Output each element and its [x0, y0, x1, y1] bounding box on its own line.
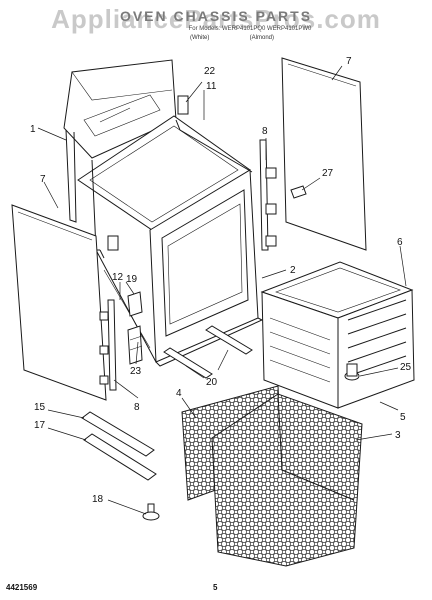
callout-5: 5 — [400, 412, 406, 423]
model-numbers: For Models: WERP4101PQ0 WERP4101PW0 — [188, 26, 312, 32]
callout-8-left: 8 — [134, 402, 140, 413]
oven-cavity — [260, 261, 415, 409]
callout-27: 27 — [322, 168, 334, 179]
callout-17: 17 — [34, 420, 46, 431]
mount-bracket — [127, 291, 143, 317]
leveling-rail-front — [81, 411, 155, 457]
callout-7-right: 7 — [346, 56, 352, 67]
callout-3: 3 — [395, 430, 401, 441]
document-number: 4421569 — [6, 583, 38, 592]
color-variants: (White) (Almond) — [190, 35, 350, 41]
callout-23: 23 — [130, 366, 142, 377]
right-side-panel — [281, 57, 367, 251]
callout-4: 4 — [176, 388, 182, 399]
cross-rail-lower — [163, 347, 213, 379]
page-title: OVEN CHASSIS PARTS — [119, 8, 313, 24]
callout-2: 2 — [290, 265, 296, 276]
callout-22: 22 — [204, 66, 216, 77]
left-side-panel — [11, 204, 107, 401]
callout-6: 6 — [397, 237, 403, 248]
leader-lines — [37, 65, 407, 515]
callout-20: 20 — [206, 377, 218, 388]
callout-19: 19 — [126, 274, 138, 285]
leveling-leg — [142, 503, 160, 521]
watermark: AppliancePartsPros.com — [51, 4, 381, 34]
panel-clip — [290, 185, 307, 199]
callout-numbers: 1 2 3 4 5 6 7 7 8 8 11 12 15 17 18 19 20… — [30, 56, 412, 505]
callout-15: 15 — [34, 402, 46, 413]
callout-7-left: 7 — [40, 174, 46, 185]
right-vertical-rail — [259, 139, 277, 251]
callout-8-right: 8 — [262, 126, 268, 137]
page-number: 5 — [213, 583, 218, 592]
cross-rail-upper — [205, 325, 253, 355]
callout-25: 25 — [400, 362, 412, 373]
callout-12: 12 — [112, 272, 124, 283]
support-bracket — [127, 325, 143, 365]
variant-almond: (Almond) — [249, 35, 275, 41]
variant-white: (White) — [190, 35, 210, 41]
callout-18: 18 — [92, 494, 104, 505]
callout-11: 11 — [206, 81, 217, 92]
leveling-rail-rear — [83, 433, 157, 481]
left-vertical-rail — [99, 299, 117, 391]
callout-1: 1 — [30, 124, 36, 135]
chassis-frame — [63, 59, 264, 367]
